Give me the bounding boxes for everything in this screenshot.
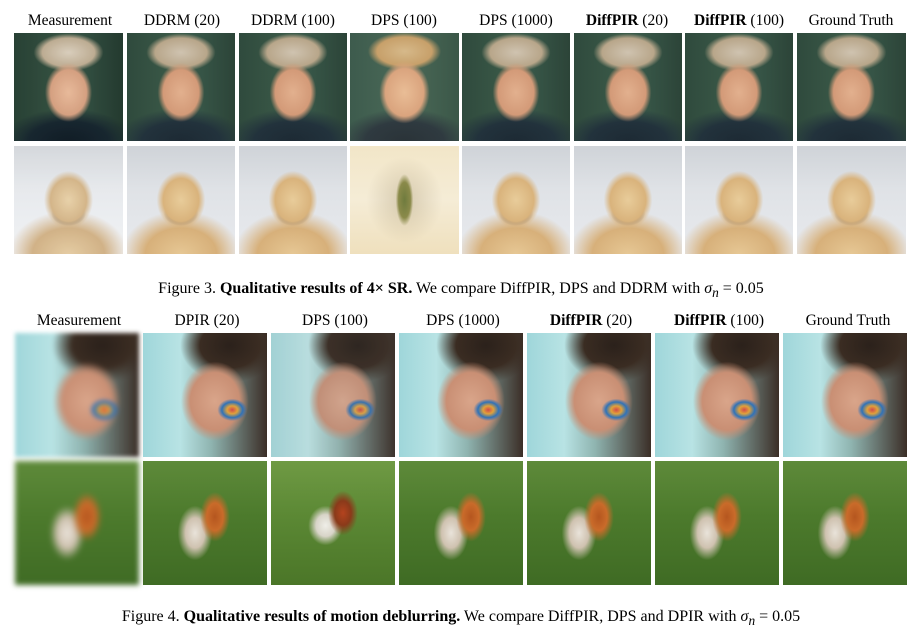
- fig3-dog-diffpir-100-image: [685, 146, 793, 254]
- fig3-face-dps-1000-image: [462, 33, 570, 141]
- fig4-header-ground-truth: Ground Truth: [805, 312, 891, 329]
- fig3-dog-ddrm-20-image: [127, 146, 235, 254]
- fig3-header-measurement: Measurement: [27, 12, 113, 29]
- fig4-header-dps-100: DPS (100): [302, 312, 368, 329]
- fig3-face-diffpir-20-image: [574, 33, 682, 141]
- fig4-header-diffpir-100: DiffPIR (100): [674, 312, 764, 329]
- fig4-header-dpir-20: DPIR (20): [174, 312, 240, 329]
- fig3-face-dps-100-image: [350, 33, 459, 141]
- fig3-caption: Figure 3. Qualitative results of 4× SR. …: [158, 280, 764, 301]
- fig4-squirrel-dpir-20-image: [143, 461, 267, 585]
- fig3-dog-measurement-image: [14, 146, 123, 254]
- fig3-dog-ground-truth-image: [797, 146, 906, 254]
- fig4-woman-measurement-image: [15, 333, 139, 457]
- fig3-face-measurement-image: [14, 33, 123, 141]
- fig3-header-ddrm-20: DDRM (20): [143, 12, 221, 29]
- fig4-woman-dps-1000-image: [399, 333, 523, 457]
- fig3-face-ddrm-20-image: [127, 33, 235, 141]
- fig4-squirrel-dps-100-image: [271, 461, 395, 585]
- fig3-face-diffpir-100-image: [685, 33, 793, 141]
- fig3-header-ddrm-100: DDRM (100): [251, 12, 335, 29]
- fig3-header-ground-truth: Ground Truth: [808, 12, 894, 29]
- fig4-header-dps-1000: DPS (1000): [426, 312, 500, 329]
- fig3-header-dps-100: DPS (100): [371, 12, 437, 29]
- fig4-squirrel-measurement-image: [15, 461, 139, 585]
- fig4-squirrel-diffpir-20-image: [527, 461, 651, 585]
- fig4-squirrel-dps-1000-image: [399, 461, 523, 585]
- fig3-face-ddrm-100-image: [239, 33, 347, 141]
- fig4-woman-dpir-20-image: [143, 333, 267, 457]
- fig4-woman-dps-100-image: [271, 333, 395, 457]
- fig4-header-measurement: Measurement: [36, 312, 122, 329]
- fig4-woman-diffpir-100-image: [655, 333, 779, 457]
- fig3-header-dps-1000: DPS (1000): [479, 12, 553, 29]
- fig3-dog-ddrm-100-image: [239, 146, 347, 254]
- fig4-header-diffpir-20: DiffPIR (20): [549, 312, 633, 329]
- fig3-dog-dps-100-image: [350, 146, 459, 254]
- fig4-woman-diffpir-20-image: [527, 333, 651, 457]
- fig3-header-diffpir-100: DiffPIR (100): [694, 12, 784, 29]
- fig4-squirrel-ground-truth-image: [783, 461, 907, 585]
- fig4-woman-ground-truth-image: [783, 333, 907, 457]
- fig4-squirrel-diffpir-100-image: [655, 461, 779, 585]
- fig4-caption: Figure 4. Qualitative results of motion …: [121, 608, 801, 629]
- fig3-face-ground-truth-image: [797, 33, 906, 141]
- fig3-dog-dps-1000-image: [462, 146, 570, 254]
- fig3-dog-diffpir-20-image: [574, 146, 682, 254]
- fig3-header-diffpir-20: DiffPIR (20): [585, 12, 669, 29]
